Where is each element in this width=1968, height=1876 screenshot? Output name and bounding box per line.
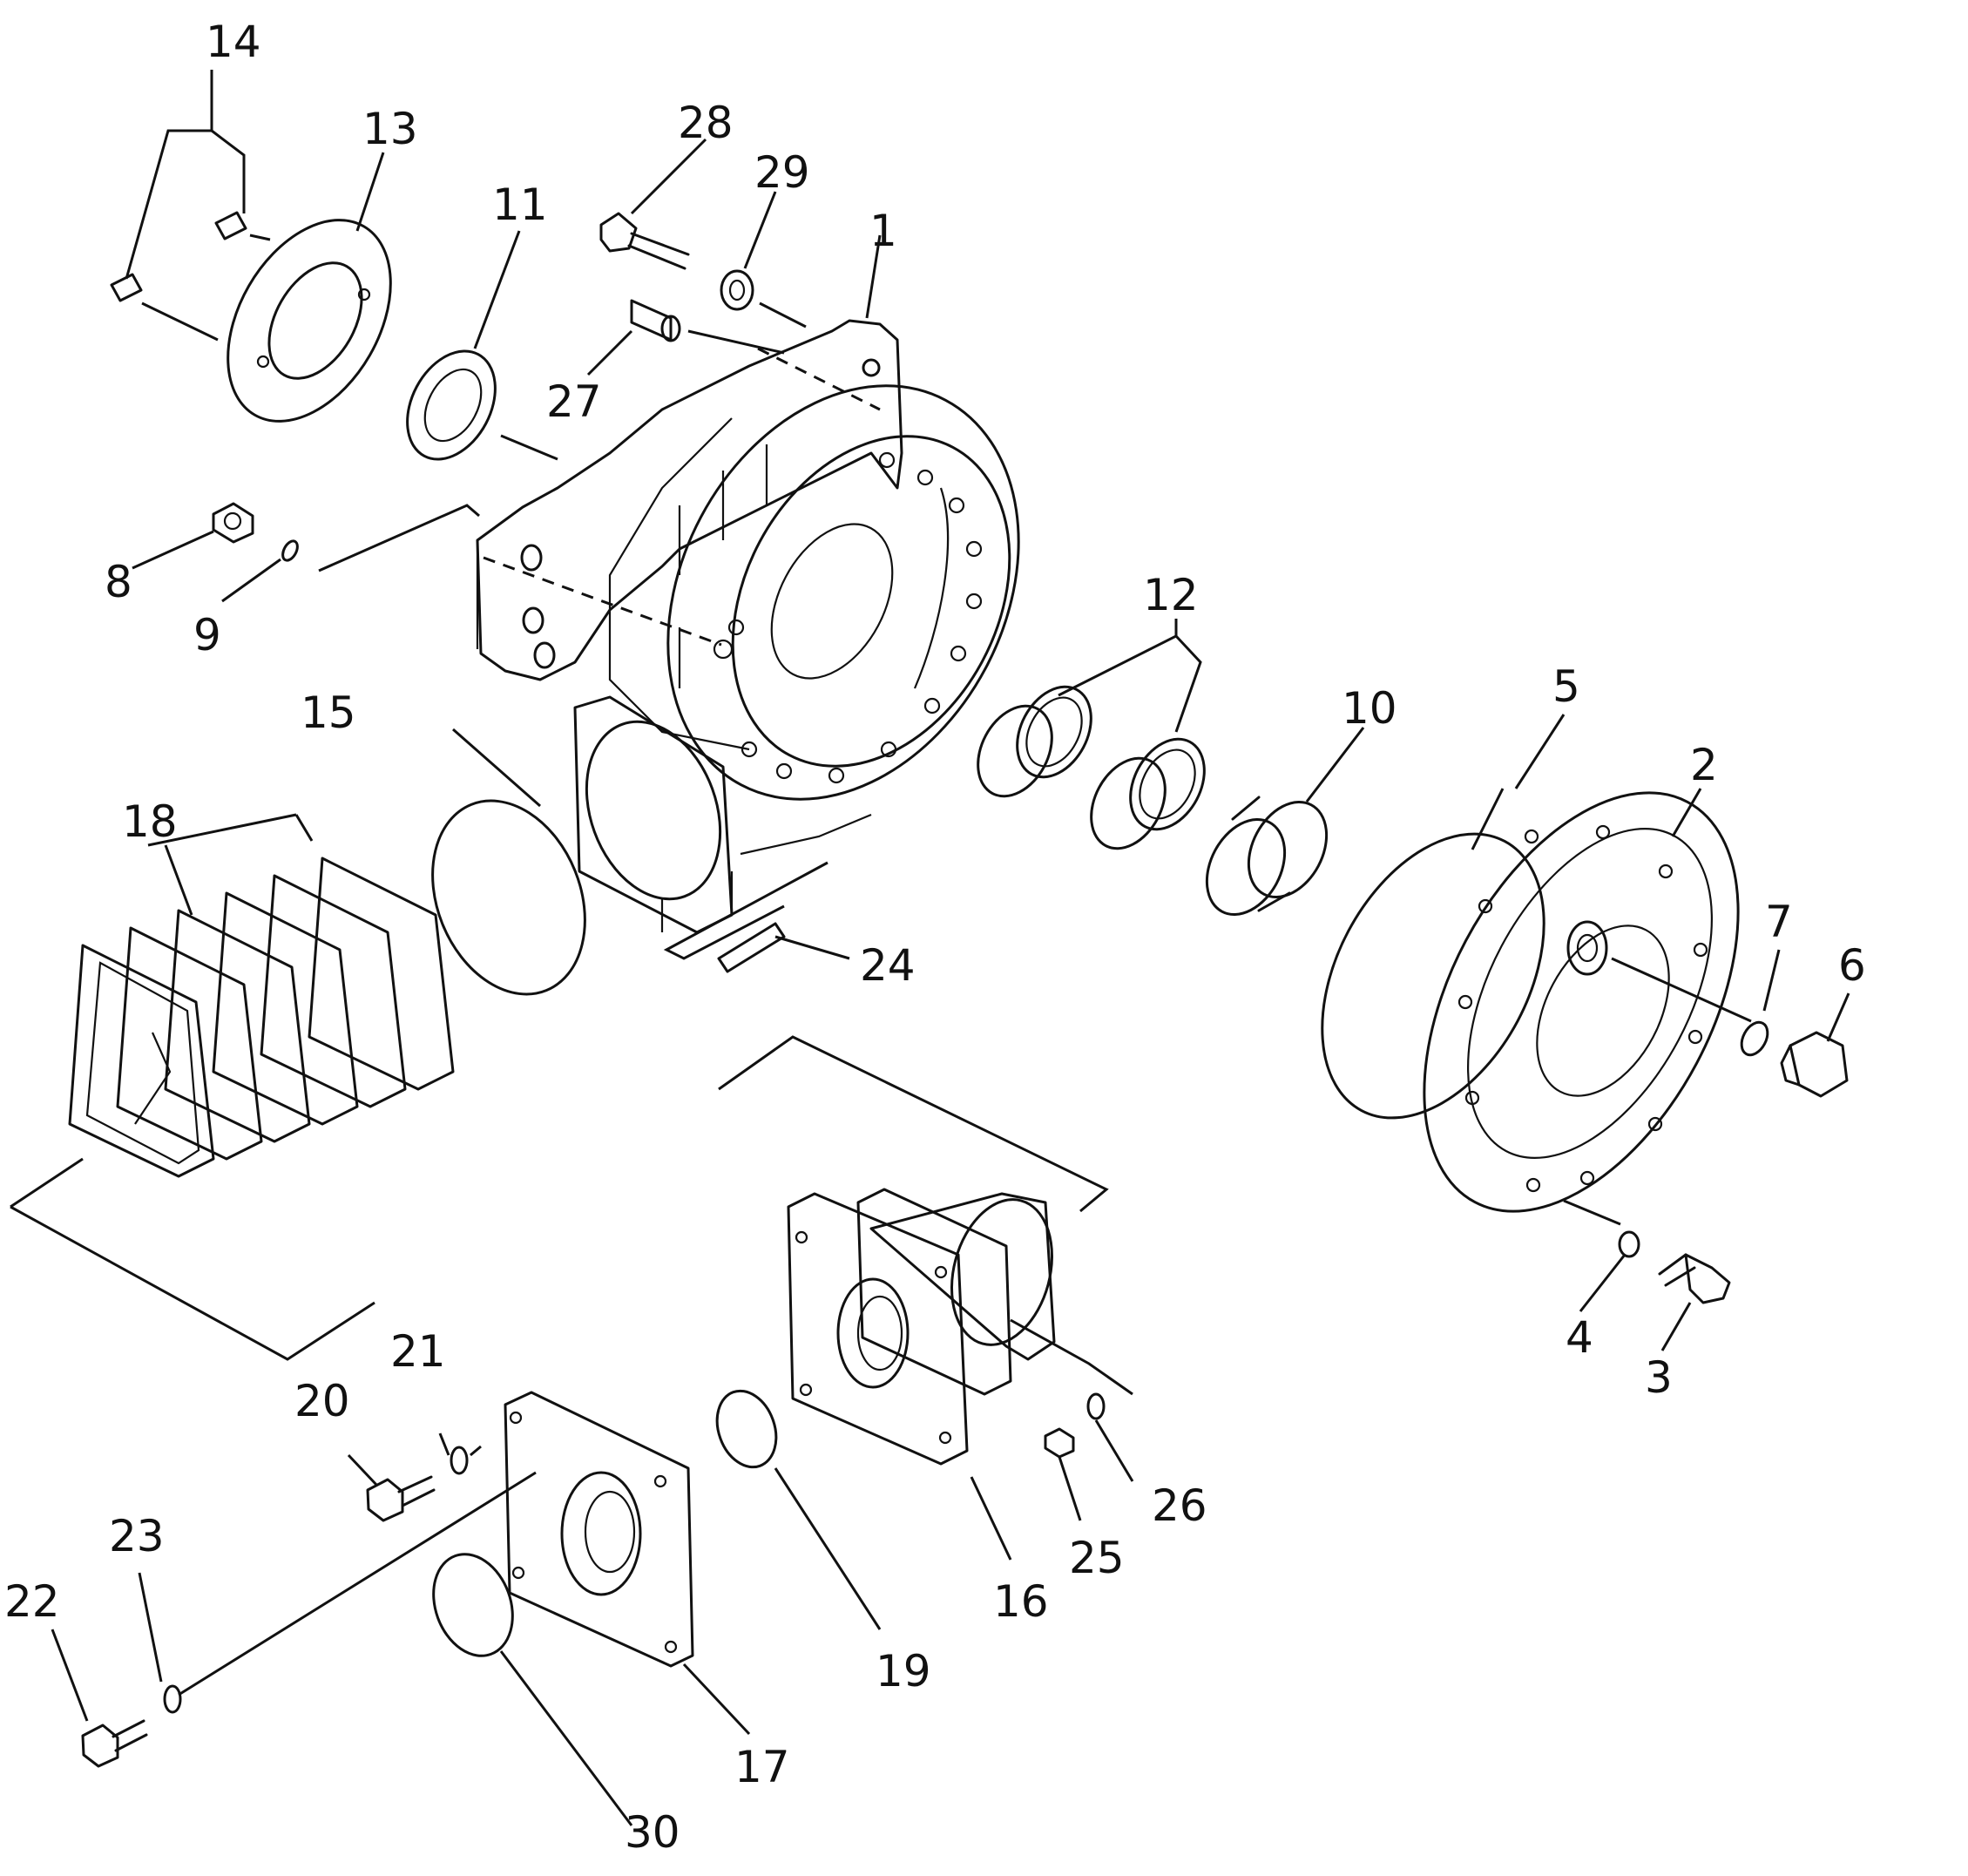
washer-part-29 (720, 269, 754, 311)
callout-19: 19 (876, 1646, 931, 1697)
flange-part-16 (787, 1188, 1056, 1466)
o-ring-part-9 (281, 539, 299, 562)
bearings-part-12 (977, 685, 1206, 850)
callout-8: 8 (105, 557, 132, 607)
nut-part-25 (1044, 1427, 1075, 1459)
callout-7: 7 (1765, 897, 1793, 947)
seal-part-11 (406, 349, 497, 461)
gaskets-part-18 (68, 857, 455, 1178)
callout-3: 3 (1645, 1352, 1673, 1403)
callout-9: 9 (193, 610, 221, 660)
washer-part-23 (163, 1684, 182, 1714)
bolt-part-22 (81, 1719, 148, 1768)
bolt-part-20 (366, 1475, 436, 1522)
callout-labels: 1 2 3 4 5 6 7 8 9 10 11 12 13 14 15 16 1… (4, 17, 1866, 1858)
callout-5: 5 (1552, 661, 1580, 712)
callout-15: 15 (301, 687, 356, 738)
o-ring-part-5 (1321, 832, 1545, 1120)
stud-part-24 (717, 922, 786, 973)
callout-2: 2 (1690, 740, 1718, 790)
bolt-part-3 (1658, 1253, 1731, 1304)
o-ring-part-30 (432, 1553, 514, 1657)
callout-24: 24 (860, 940, 916, 991)
washer-part-4 (1618, 1230, 1640, 1258)
callout-13: 13 (362, 104, 418, 154)
washer-part-26 (1086, 1392, 1106, 1420)
callout-29: 29 (754, 147, 810, 198)
flange-part-17 (504, 1391, 694, 1668)
callout-23: 23 (109, 1511, 165, 1561)
sleeve-part-27 (630, 299, 681, 342)
callout-4: 4 (1566, 1312, 1593, 1363)
o-ring-part-15 (431, 799, 586, 996)
callout-6: 6 (1838, 940, 1866, 991)
plate-part-13 (227, 219, 392, 423)
callout-16: 16 (993, 1576, 1049, 1627)
callout-22: 22 (4, 1576, 60, 1627)
bushing-part-10 (1205, 796, 1329, 917)
leader-lines (10, 70, 1850, 1826)
callout-17: 17 (734, 1742, 790, 1792)
callout-1: 1 (869, 206, 897, 256)
washer-part-21 (450, 1446, 469, 1475)
callout-18: 18 (122, 796, 178, 847)
o-ring-part-7 (1740, 1020, 1769, 1057)
callout-11: 11 (492, 179, 548, 230)
plug-part-6 (1780, 1031, 1849, 1098)
bolt-part-28 (599, 212, 690, 270)
callout-30: 30 (625, 1807, 680, 1858)
callout-14: 14 (206, 17, 261, 67)
cover-part-2 (1423, 791, 1740, 1213)
callout-25: 25 (1069, 1533, 1125, 1583)
nut-part-8 (212, 502, 254, 544)
callout-26: 26 (1152, 1480, 1207, 1531)
callout-12: 12 (1143, 570, 1199, 620)
callout-27: 27 (546, 376, 602, 427)
callout-10: 10 (1342, 683, 1397, 734)
housing-part-1 (476, 319, 1020, 934)
o-ring-part-19 (715, 1389, 778, 1469)
callout-28: 28 (678, 98, 734, 148)
callout-20: 20 (294, 1376, 350, 1426)
callout-21: 21 (390, 1326, 446, 1377)
